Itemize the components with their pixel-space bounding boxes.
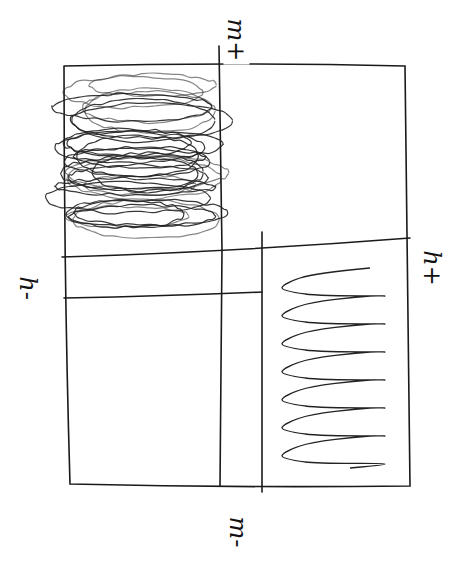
axis-label: m+ <box>223 16 249 65</box>
horizontal-line <box>64 292 262 298</box>
axis-label: h- <box>15 273 41 303</box>
vertical-line <box>219 46 222 486</box>
frame <box>62 46 410 492</box>
horizontal-line <box>62 238 410 257</box>
axis-label: h+ <box>419 247 445 289</box>
scribble-loop <box>64 205 189 228</box>
scribble-loop <box>73 199 227 226</box>
scribble-zigzag <box>282 268 385 468</box>
zigzag-scribble <box>282 268 385 468</box>
scribble-loop <box>83 91 212 124</box>
scribble-loop <box>73 147 206 169</box>
dense-scribble <box>46 73 233 238</box>
axis-label: m- <box>225 514 251 551</box>
vertical-line <box>261 232 263 492</box>
outer-square <box>64 64 410 487</box>
scribble-loop <box>69 164 209 192</box>
scribble-loop <box>63 128 191 156</box>
scribble-loop <box>72 98 215 142</box>
